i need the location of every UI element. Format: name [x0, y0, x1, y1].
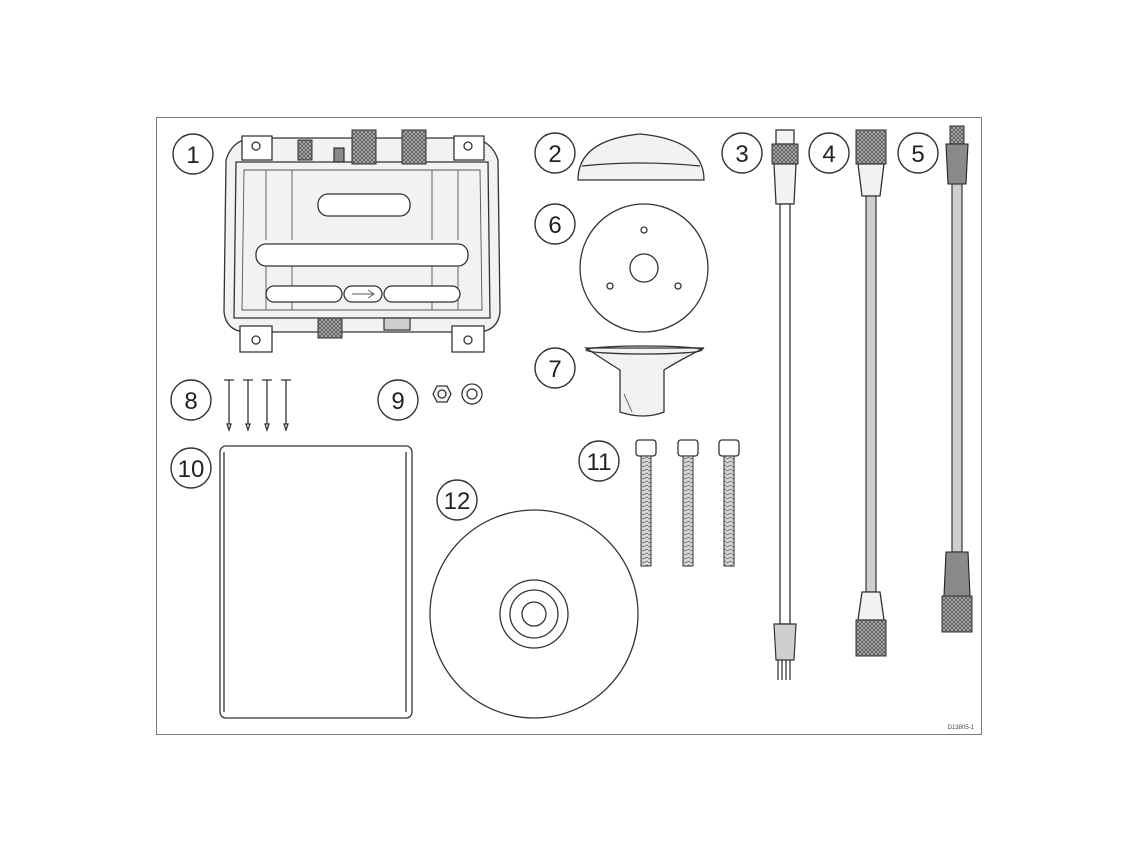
callout-8-label: 8	[184, 388, 197, 415]
pole-mount	[583, 345, 705, 417]
coax-cable	[855, 129, 887, 657]
callout-10: 10	[170, 447, 212, 489]
gps-antenna	[577, 133, 705, 181]
nut-and-washer	[432, 383, 483, 405]
figure-code: D13805-1	[948, 725, 975, 731]
callout-7-label: 7	[548, 356, 561, 383]
cd-disc	[429, 509, 639, 719]
callout-2-label: 2	[548, 141, 561, 168]
callout-8: 8	[170, 379, 212, 421]
callout-5: 5	[897, 132, 939, 174]
callout-6: 6	[534, 203, 576, 245]
bolts	[635, 439, 740, 567]
callout-12-label: 12	[444, 488, 471, 515]
manual-document	[219, 445, 413, 719]
callout-3: 3	[721, 132, 763, 174]
screws	[224, 379, 291, 433]
data-cable	[771, 129, 799, 680]
network-cable	[941, 125, 973, 633]
diagram-frame	[156, 117, 982, 735]
callout-6-label: 6	[548, 212, 561, 239]
callout-4: 4	[808, 132, 850, 174]
callout-11: 11	[578, 440, 620, 482]
callout-9-label: 9	[391, 388, 404, 415]
callout-1: 1	[172, 133, 214, 175]
callout-3-label: 3	[735, 141, 748, 168]
callout-5-label: 5	[911, 141, 924, 168]
callout-4-label: 4	[822, 141, 835, 168]
callout-2: 2	[534, 132, 576, 174]
callout-9: 9	[377, 379, 419, 421]
callout-12: 12	[436, 479, 478, 521]
callout-1-label: 1	[186, 142, 199, 169]
mounting-disc	[579, 203, 709, 333]
receiver-unit	[223, 129, 501, 353]
callout-11-label: 11	[587, 449, 612, 476]
callout-10-label: 10	[178, 456, 205, 483]
callout-7: 7	[534, 347, 576, 389]
